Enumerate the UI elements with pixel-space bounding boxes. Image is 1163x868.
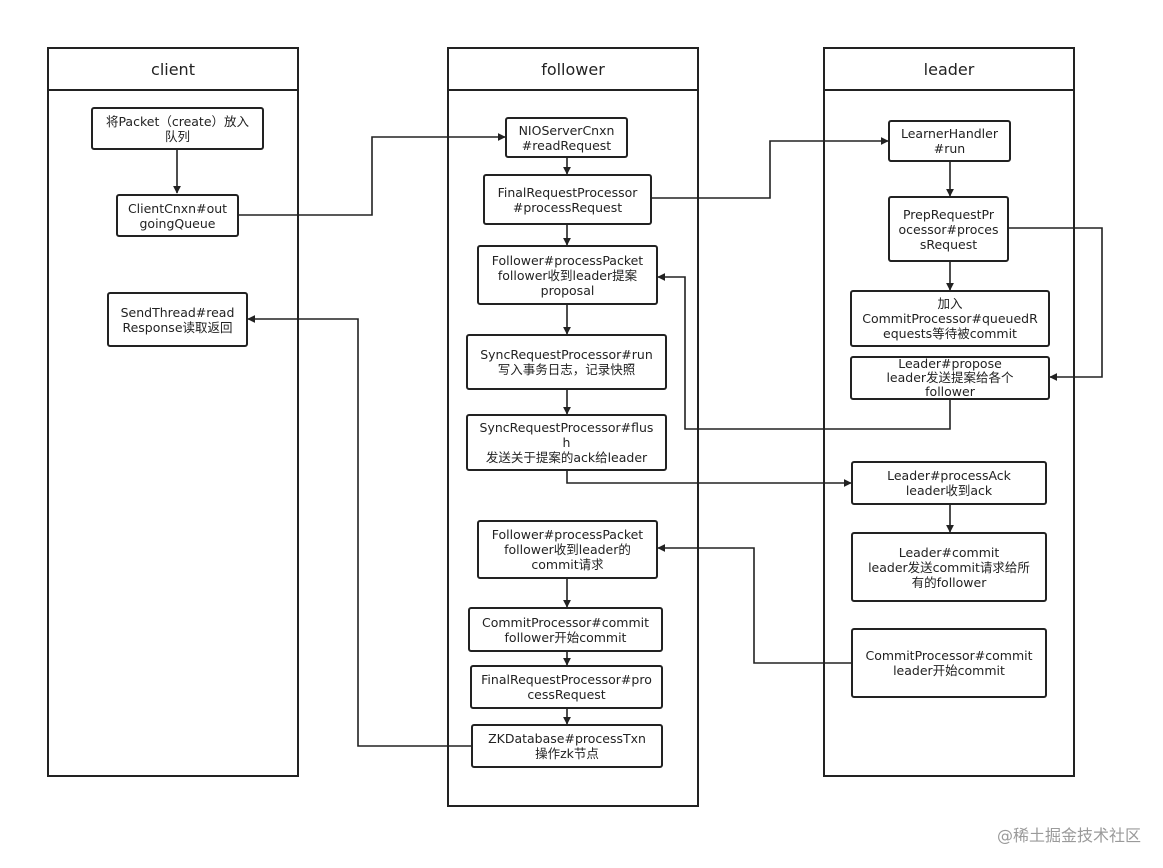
node-outgoing-queue: ClientCnxn#out goingQueue bbox=[116, 194, 239, 237]
node-learner-handler-line1: LearnerHandler bbox=[901, 126, 998, 141]
node-follower-packet-2-line2: follower收到leader的 bbox=[504, 542, 631, 557]
node-sync-run-line1: SyncRequestProcessor#run bbox=[480, 347, 653, 362]
node-leader-commit-line3: 有的follower bbox=[911, 574, 987, 590]
node-commit-proc-follower: CommitProcessor#commit follower开始commit bbox=[468, 607, 663, 652]
node-final-proc-1-line1: FinalRequestProcessor bbox=[497, 184, 638, 200]
node-commit-proc-leader-line2: leader开始commit bbox=[893, 663, 1005, 678]
node-final-proc-2: FinalRequestProcessor#pro cessRequest bbox=[470, 665, 663, 709]
watermark: @稀土掘金技术社区 bbox=[996, 826, 1141, 845]
edge-prep-to-propose bbox=[1009, 227, 1103, 381]
node-leader-propose-line2: leader发送提案给各个 bbox=[886, 370, 1014, 385]
node-leader-process-ack-line1: Leader#processAck bbox=[887, 468, 1011, 483]
node-prep-processor-line2: ocessor#proces bbox=[898, 221, 999, 237]
node-put-packet-line1: 将Packet（create）放入 bbox=[105, 113, 250, 129]
node-final-proc-1: FinalRequestProcessor #processRequest bbox=[483, 174, 652, 225]
node-queued-requests-line1: 加入 bbox=[937, 296, 963, 311]
node-put-packet: 将Packet（create）放入 队列 bbox=[91, 107, 264, 150]
node-zk-database-line2: 操作zk节点 bbox=[535, 746, 599, 761]
node-sync-flush-line1: SyncRequestProcessor#flus bbox=[479, 420, 654, 435]
node-zk-database-line1: ZKDatabase#processTxn bbox=[488, 731, 646, 746]
node-commit-proc-follower-line1: CommitProcessor#commit bbox=[481, 614, 650, 630]
node-send-thread-line1: SendThread#read bbox=[120, 304, 235, 320]
edge-outgoing-to-nio bbox=[239, 133, 506, 216]
node-follower-packet-2-line3: commit请求 bbox=[531, 557, 604, 572]
lane-title-follower: follower bbox=[449, 49, 697, 91]
node-prep-processor: PrepRequestPr ocessor#proces sRequest bbox=[888, 196, 1009, 262]
node-queued-requests: 加入 CommitProcessor#queuedR equests等待被com… bbox=[850, 290, 1050, 347]
edge-final-to-learner bbox=[652, 137, 889, 199]
node-sync-flush-line3: 发送关于提案的ack给leader bbox=[485, 450, 648, 465]
node-nio-read-line1: NIOServerCnxn bbox=[518, 122, 615, 138]
node-leader-commit-line1: Leader#commit bbox=[898, 544, 1000, 560]
node-sync-flush-line2: h bbox=[562, 435, 571, 450]
node-nio-read-line2: #readRequest bbox=[521, 137, 612, 153]
node-send-thread-line2: Response读取返回 bbox=[122, 319, 233, 335]
node-leader-propose-line1: Leader#propose bbox=[898, 356, 1002, 371]
node-follower-packet-2-line1: Follower#processPacket bbox=[491, 527, 644, 542]
node-learner-handler: LearnerHandler #run bbox=[888, 120, 1011, 162]
node-leader-propose: Leader#propose leader发送提案给各个 follower bbox=[850, 356, 1050, 400]
node-follower-packet-1-line3: proposal bbox=[540, 282, 595, 298]
node-sync-run: SyncRequestProcessor#run 写入事务日志，记录快照 bbox=[466, 334, 667, 390]
node-leader-commit: Leader#commit leader发送commit请求给所 有的follo… bbox=[851, 532, 1047, 602]
node-follower-packet-1-line2: follower收到leader提案 bbox=[497, 267, 638, 283]
node-follower-packet-1: Follower#processPacket follower收到leader提… bbox=[477, 245, 658, 305]
node-commit-proc-leader-line1: CommitProcessor#commit bbox=[865, 648, 1033, 663]
node-sync-flush: SyncRequestProcessor#flus h 发送关于提案的ack给l… bbox=[466, 414, 667, 471]
edge-zkdb-to-sendthread bbox=[247, 315, 471, 747]
node-send-thread: SendThread#read Response读取返回 bbox=[107, 292, 248, 347]
node-prep-processor-line1: PrepRequestPr bbox=[902, 206, 995, 222]
node-put-packet-line2: 队列 bbox=[164, 128, 190, 144]
node-prep-processor-line3: sRequest bbox=[919, 236, 978, 252]
node-commit-proc-leader: CommitProcessor#commit leader开始commit bbox=[851, 628, 1047, 698]
node-final-proc-1-line2: #processRequest bbox=[512, 199, 623, 215]
node-follower-packet-1-line1: Follower#processPacket bbox=[491, 252, 644, 268]
node-leader-propose-line3: follower bbox=[925, 384, 975, 399]
node-leader-process-ack-line2: leader收到ack bbox=[905, 483, 993, 498]
node-outgoing-queue-line2: goingQueue bbox=[139, 215, 216, 231]
node-leader-commit-line2: leader发送commit请求给所 bbox=[868, 559, 1030, 575]
node-learner-handler-line2: #run bbox=[933, 141, 966, 156]
edge-commitl-to-packet2 bbox=[657, 544, 851, 664]
node-final-proc-2-line2: cessRequest bbox=[527, 687, 606, 702]
node-sync-run-line2: 写入事务日志，记录快照 bbox=[497, 362, 636, 377]
edge-syncflush-to-ack bbox=[566, 470, 852, 487]
node-zk-database: ZKDatabase#processTxn 操作zk节点 bbox=[471, 724, 663, 768]
lane-title-leader: leader bbox=[825, 49, 1073, 91]
node-queued-requests-line2: CommitProcessor#queuedR bbox=[862, 311, 1038, 326]
node-commit-proc-follower-line2: follower开始commit bbox=[504, 629, 627, 645]
lane-client: client bbox=[47, 47, 299, 777]
node-outgoing-queue-line1: ClientCnxn#out bbox=[127, 200, 228, 216]
node-final-proc-2-line1: FinalRequestProcessor#pro bbox=[481, 672, 652, 687]
node-nio-read: NIOServerCnxn #readRequest bbox=[505, 117, 628, 158]
node-follower-packet-2: Follower#processPacket follower收到leader的… bbox=[477, 520, 658, 579]
edge-propose-to-packet1 bbox=[657, 273, 951, 430]
node-leader-process-ack: Leader#processAck leader收到ack bbox=[851, 461, 1047, 505]
lane-title-client: client bbox=[49, 49, 297, 91]
node-queued-requests-line3: equests等待被commit bbox=[883, 326, 1017, 341]
